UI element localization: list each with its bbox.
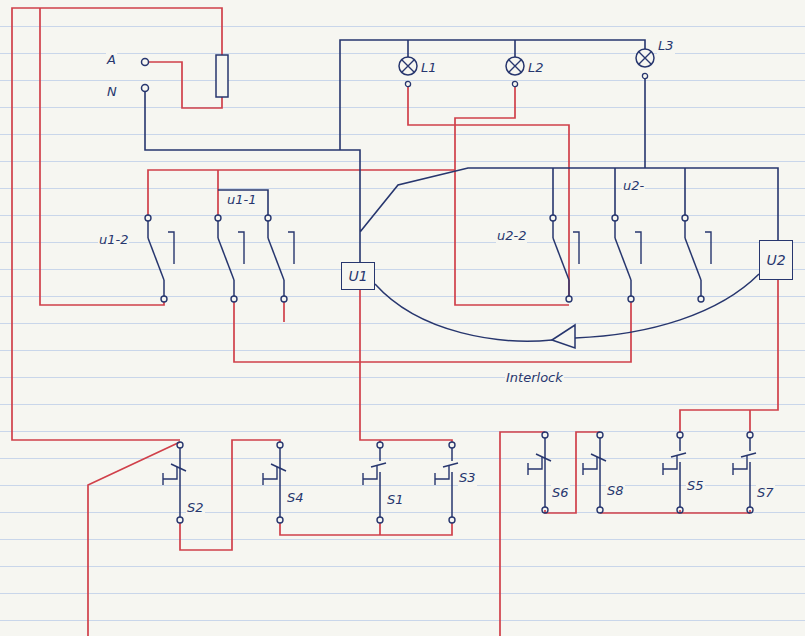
component-label: u2-2 [496,228,527,244]
relay-contact [145,215,174,302]
component-label: L1 [420,60,438,76]
component-label: S8 [606,483,625,499]
component-label: A [106,52,117,68]
red-wire [12,8,778,636]
component-label: u1-2 [98,232,129,248]
pushbutton-no [363,442,386,523]
component-label: S3 [458,470,477,486]
interlock-symbol [552,325,575,348]
relay-contact [682,215,711,302]
relay-contact [550,215,579,302]
supply-element [216,55,228,97]
component-label: S7 [756,485,775,501]
component-label: S6 [551,485,570,501]
terminal-a [142,59,149,66]
lamp-symbol [636,49,654,79]
pushbutton-no [733,432,756,513]
relay-contact [215,215,244,302]
component-label: u1-1 [226,192,257,208]
pushbutton-nc [583,432,606,513]
component-label: S1 [386,492,405,508]
component-label: u2- [622,178,645,194]
relay-contact [265,215,294,302]
component-label: Interlock [505,370,564,386]
pushbutton-no [435,442,458,523]
coil-label: U1 [348,268,367,284]
component-label: N [106,84,118,100]
component-label: S2 [186,500,205,516]
interlock-link [375,274,759,341]
lamp-symbol [506,57,524,87]
coil-label: U2 [766,252,785,268]
terminal-n [142,85,149,92]
pushbutton-no [663,432,686,513]
component-label: S4 [286,490,305,506]
relay-coil-box: U2 [759,240,793,280]
lamp-symbol [399,57,417,87]
blue-wire [145,40,778,262]
pushbutton-nc [163,442,186,523]
component-label: L3 [657,38,675,54]
pushbutton-nc [263,442,286,523]
component-label: S5 [686,478,705,494]
relay-coil-box: U1 [341,262,375,290]
pushbutton-nc [528,432,551,513]
component-label: L2 [527,60,545,76]
relay-contact [612,215,641,302]
